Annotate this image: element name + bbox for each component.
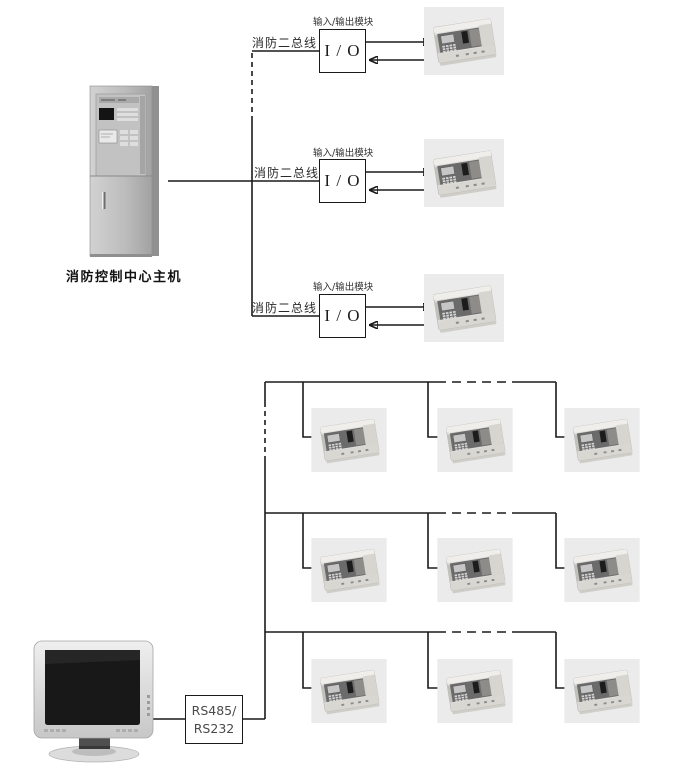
repeater-device-icon bbox=[564, 538, 640, 602]
io-module-box-1: I / O bbox=[319, 29, 366, 73]
repeater-device-icon bbox=[437, 659, 513, 723]
repeater-device-3 bbox=[424, 274, 504, 342]
io-module-box-3: I / O bbox=[319, 294, 366, 338]
rs-interface-box: RS485/ RS232 bbox=[185, 695, 243, 744]
repeater-device-icon bbox=[564, 659, 640, 723]
fire-control-cabinet-image bbox=[82, 84, 172, 264]
repeater-device-icon bbox=[424, 274, 504, 342]
crt-monitor-icon bbox=[33, 640, 154, 763]
rs-interface-line2: RS232 bbox=[193, 720, 235, 736]
repeater-device-icon bbox=[424, 7, 504, 75]
network-device-r1c1 bbox=[311, 408, 387, 472]
repeater-device-2 bbox=[424, 139, 504, 207]
network-device-r1c3 bbox=[564, 408, 640, 472]
fire-bus-label-2: 消防二总线 bbox=[254, 166, 320, 180]
fire-bus-label-3: 消防二总线 bbox=[252, 301, 318, 315]
network-device-r3c2 bbox=[437, 659, 513, 723]
host-label: 消防控制中心主机 bbox=[66, 270, 183, 285]
network-device-r3c1 bbox=[311, 659, 387, 723]
repeater-device-icon bbox=[311, 659, 387, 723]
io-module-box-2: I / O bbox=[319, 159, 366, 203]
repeater-device-icon bbox=[437, 408, 513, 472]
io-module-label-3: 输入/输出模块 bbox=[313, 282, 374, 293]
workstation-monitor-image bbox=[28, 637, 162, 765]
io-module-label-1: 输入/输出模块 bbox=[313, 17, 374, 28]
io-module-label-2: 输入/输出模块 bbox=[313, 148, 374, 159]
fire-bus-label-1: 消防二总线 bbox=[252, 36, 318, 50]
network-device-r2c3 bbox=[564, 538, 640, 602]
repeater-device-icon bbox=[437, 538, 513, 602]
fire-control-cabinet-icon bbox=[89, 85, 159, 257]
network-device-r3c3 bbox=[564, 659, 640, 723]
repeater-device-icon bbox=[564, 408, 640, 472]
rs-interface-line1: RS485/ bbox=[191, 702, 237, 718]
repeater-device-icon bbox=[311, 538, 387, 602]
repeater-device-icon bbox=[311, 408, 387, 472]
network-device-r2c1 bbox=[311, 538, 387, 602]
repeater-device-1 bbox=[424, 7, 504, 75]
network-device-r1c2 bbox=[437, 408, 513, 472]
repeater-device-icon bbox=[424, 139, 504, 207]
network-device-r2c2 bbox=[437, 538, 513, 602]
fire-bus-wires bbox=[168, 50, 319, 317]
